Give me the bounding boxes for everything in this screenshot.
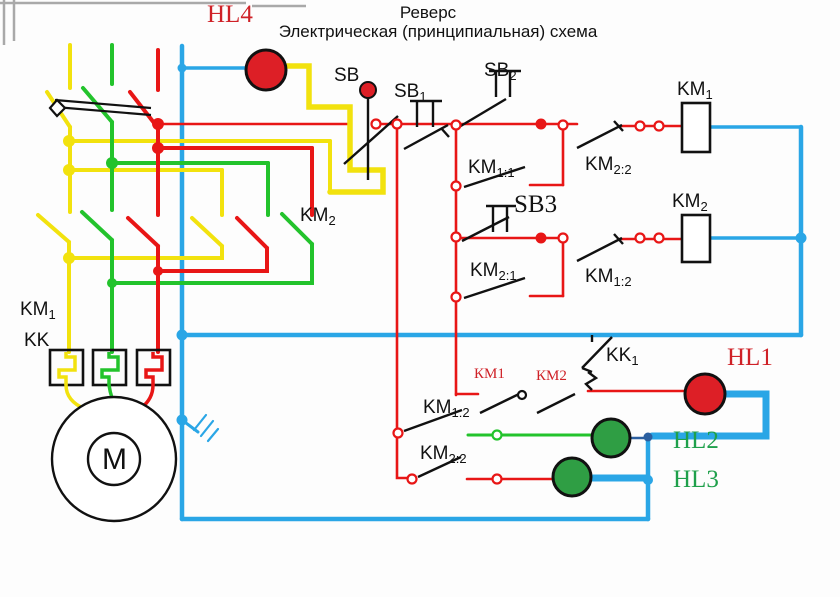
sb1-symbol xyxy=(403,99,450,151)
schematic-subtitle: Электрическая (принципиальная) схема xyxy=(278,22,598,41)
coil-km2 xyxy=(680,213,712,264)
window-artifacts xyxy=(0,0,306,45)
label-km1-coil: KM1 xyxy=(677,79,713,102)
label-km2-1: KM2:1 xyxy=(470,260,517,283)
label-hl2: HL2 xyxy=(673,427,719,454)
lamp-hl4 xyxy=(244,48,288,92)
label-sb2: SB2 xyxy=(484,60,517,83)
label-km2-power: KM2 xyxy=(300,205,336,228)
lamp-hl1 xyxy=(683,372,727,416)
label-hl3: HL3 xyxy=(673,466,719,493)
junction-dots xyxy=(63,63,807,485)
label-km2-2-interlock: KM2:2 xyxy=(585,154,632,177)
label-kk1: KK1 xyxy=(606,345,639,368)
label-hl4: HL4 xyxy=(207,1,253,28)
thermal-relay-kk xyxy=(48,348,172,387)
lamp-hl3 xyxy=(551,456,593,498)
label-hl1: HL1 xyxy=(727,344,773,371)
motor-symbol xyxy=(50,395,178,523)
motor-letter: M xyxy=(102,443,127,476)
sb2-symbol xyxy=(458,69,521,129)
control-circuit-red xyxy=(156,122,686,481)
aux-contacts xyxy=(403,120,624,479)
label-km1-2-lamp: KM1:2 xyxy=(423,397,470,420)
hl4-yellow-wire xyxy=(284,63,386,195)
main-switch xyxy=(48,98,152,118)
label-sb3: SB3 xyxy=(514,191,558,218)
sb3-symbol xyxy=(461,204,516,243)
sb-button-symbol xyxy=(343,81,399,180)
label-sb: SB xyxy=(334,65,360,86)
label-km1-nc: КМ1 xyxy=(474,366,505,382)
phase-b-green xyxy=(80,43,314,354)
label-km1-2-interlock: KM1:2 xyxy=(585,266,632,289)
schematic-title: Реверс xyxy=(399,3,457,22)
label-km1-1: KM1:1 xyxy=(468,157,515,180)
coil-km1 xyxy=(680,101,712,154)
lamp-hl2 xyxy=(590,417,632,459)
label-km2-2-lamp: KM2:2 xyxy=(420,443,467,466)
label-km2-nc: КМ2 xyxy=(536,368,567,384)
label-kk: KK xyxy=(24,330,50,351)
label-km2-coil: KM2 xyxy=(672,191,708,214)
kk1-thermal-contact xyxy=(581,335,613,391)
ground-symbol xyxy=(180,413,220,443)
terminal-circles xyxy=(370,118,665,485)
label-km1-power: KM1 xyxy=(20,299,56,322)
label-sb1: SB1 xyxy=(394,81,427,104)
